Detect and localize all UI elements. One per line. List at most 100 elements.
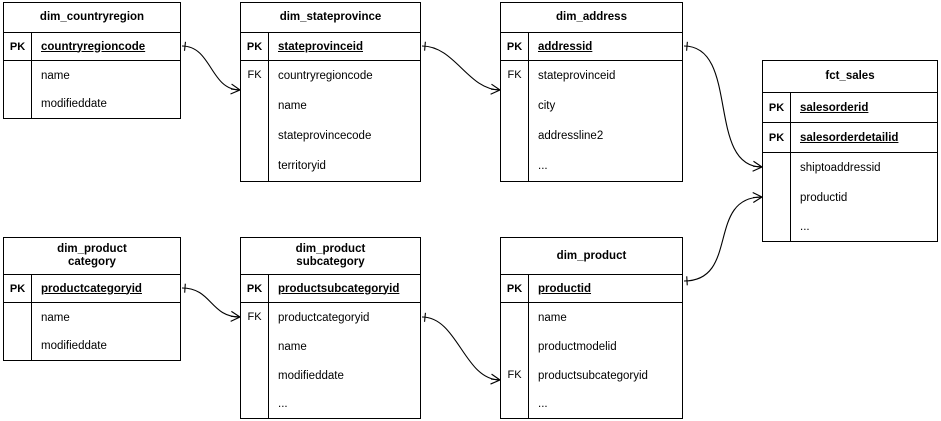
entity-title-dim_countryregion: dim_countryregion [4,3,180,33]
cardinality-many-countryregion-to-stateprovince-prong-1 [230,88,241,91]
attribute-fct_sales-salesorderdetailid: salesorderdetailid [800,131,899,144]
cardinality-one-product-to-sales [686,276,688,286]
attribute-dim_product-productmodelid: productmodelid [538,340,617,353]
entity-title-dim_stateprovince: dim_stateprovince [241,3,420,33]
cardinality-many-productcategory-to-subcategory-prong-2 [231,310,241,318]
attribute-dim_stateprovince-countryregioncode: countryregioncode [278,70,373,82]
relationship-line-product-to-sales [683,196,763,282]
cardinality-one-stateprovince-to-address [424,41,426,51]
attribute-dim_address-stateprovinceid: stateprovinceid [538,70,616,82]
cardinality-one-productcategory-to-subcategory [184,283,186,293]
attribute-fct_sales-productid: productid [800,192,848,204]
key-column-dim_countryregion [4,61,32,118]
attribute-group-dim_countryregion: name modifieddate [4,61,180,118]
relationship-line-stateprovince-to-address [421,45,501,91]
key-column-dim_stateprovince: FK [241,61,269,181]
attribute-dim_productsubcategory-name: name [278,340,307,353]
attribute-dim_productcategory-productcategoryid: productcategoryid [41,282,142,295]
cardinality-many-productcategory-to-subcategory-prong-1 [230,315,241,318]
attribute-dim_address-addressid: addressid [538,40,593,53]
attribute-column-fct_sales: shiptoaddressid productid... [791,153,937,241]
attribute-dim_product-productid: productid [538,282,592,295]
entity-title-fct_sales: fct_sales [763,61,937,93]
attribute-fct_sales-salesorderid: salesorderid [800,101,869,114]
attribute-dim_countryregion-name: name [41,69,70,82]
key-row-dim_productcategory-productcategoryid[interactable]: PK productcategoryid [4,275,180,303]
relationship-productcategory-to-subcategory [181,283,241,322]
cardinality-many-subcategory-to-product-prong-1 [490,378,501,381]
key-column-fct_sales [763,153,791,241]
attribute-dim_stateprovince-territoryid: territoryid [278,160,326,172]
attribute-dim_countryregion-countryregioncode: countryregioncode [41,40,146,53]
relationship-stateprovince-to-address [421,41,501,95]
cardinality-many-subcategory-to-product-prong-0 [490,379,501,385]
attribute-dim_productsubcategory-...: ... [278,398,288,410]
cardinality-many-stateprovince-to-address-prong-2 [491,83,501,91]
key-column-dim_productsubcategory: FK [241,303,269,418]
attribute-dim_productcategory-modifieddate: modifieddate [41,340,107,352]
key-row-dim_stateprovince-stateprovinceid[interactable]: PK stateprovinceid [241,33,420,61]
cardinality-many-address-to-sales-prong-1 [752,165,763,168]
relationship-line-subcategory-to-product [421,316,501,381]
attribute-dim_stateprovince-name: name [278,100,307,112]
key-row-fct_sales-salesorderdetailid[interactable]: PK salesorderdetailid [763,123,937,153]
relationship-product-to-sales [683,192,763,286]
attribute-fct_sales-shiptoaddressid: shiptoaddressid [800,162,881,174]
key-label-dim_product-group: FK [507,368,522,381]
entity-title-dim_productcategory: dim_product category [4,238,180,275]
attribute-group-fct_sales: shiptoaddressid productid... [763,153,937,241]
attribute-fct_sales-...: ... [800,221,810,233]
key-column-dim_product: FK [501,303,529,418]
attribute-column-dim_countryregion: name modifieddate [32,61,180,118]
attribute-dim_product-name: name [538,311,567,324]
key-label-fct_sales-1: PK [763,123,791,152]
key-column-dim_productcategory [4,303,32,360]
relationship-subcategory-to-product [421,312,501,385]
entity-title-dim_address: dim_address [501,3,682,33]
key-label-dim_stateprovince-0: PK [241,33,269,60]
cardinality-one-subcategory-to-product [423,312,426,322]
relationship-address-to-sales [683,41,763,172]
relationship-line-productcategory-to-subcategory [181,287,241,318]
cardinality-one-countryregion-to-stateprovince [183,41,187,51]
key-label-dim_productsubcategory-group: FK [247,310,262,323]
cardinality-many-address-to-sales-prong-2 [753,160,763,168]
attribute-dim_stateprovince-stateprovinceid: stateprovinceid [278,40,363,53]
relationship-line-countryregion-to-stateprovince [181,45,241,91]
cardinality-many-stateprovince-to-address-prong-1 [490,88,501,91]
cardinality-many-product-to-sales-prong-1 [752,196,763,199]
attribute-dim_productsubcategory-modifieddate: modifieddate [278,369,344,382]
cardinality-many-stateprovince-to-address-prong-0 [490,89,501,95]
cardinality-many-product-to-sales-prong-2 [752,192,763,198]
relationship-countryregion-to-stateprovince [181,41,241,95]
attribute-group-dim_product: FK name productmodelid productsubcategoryid… [501,303,682,418]
key-row-fct_sales-salesorderid[interactable]: PK salesorderid [763,93,937,123]
relationship-line-address-to-sales [683,45,763,168]
attribute-dim_countryregion-modifieddate: modifieddate [41,98,107,110]
attribute-dim_product-productsubcategoryid: productsubcategoryid [538,369,648,382]
key-label-dim_productcategory-0: PK [4,275,32,302]
key-label-fct_sales-0: PK [763,93,791,122]
cardinality-one-address-to-sales [686,41,688,51]
